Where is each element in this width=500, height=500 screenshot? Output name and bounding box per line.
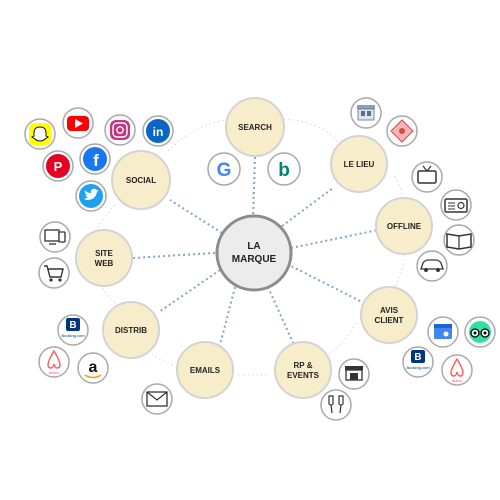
airbnb-icon: airbnb <box>441 354 473 386</box>
booking-icon: B Booking.com <box>402 346 434 378</box>
bing-glyph: b <box>278 160 290 181</box>
node-circle <box>330 135 388 193</box>
tv-icon <box>411 161 443 193</box>
booking-caption: Booking.com <box>61 333 85 338</box>
radio-icon <box>440 189 472 221</box>
envelope-icon <box>141 383 173 415</box>
node-rp-events: RP & EVENTS <box>274 341 332 399</box>
ring-arc <box>97 204 116 229</box>
center-node: LA MARQUE <box>215 214 293 292</box>
node-rp-label-line1: RP & <box>294 361 313 370</box>
node-social-label: SOCIAL <box>126 176 156 185</box>
node-circle <box>111 150 171 210</box>
google-my-business-icon <box>427 316 459 348</box>
google-icon: G <box>207 152 241 186</box>
node-circle <box>102 301 160 359</box>
connector-distrib <box>158 269 221 313</box>
node-search-label: SEARCH <box>238 123 272 132</box>
tripadvisor-icon <box>464 316 496 348</box>
linkedin-icon: in <box>142 115 174 147</box>
ring-arc <box>102 287 116 304</box>
node-siteweb-label-line1: SITE <box>95 249 113 258</box>
youtube-icon <box>62 107 94 139</box>
connector-rp-events <box>267 286 295 346</box>
champagne-icon <box>320 389 352 421</box>
book-icon <box>443 224 475 256</box>
node-site-web: SITE WEB <box>75 229 133 287</box>
devices-icon <box>39 221 71 253</box>
node-social: SOCIAL <box>111 150 171 210</box>
map-pin-icon <box>386 115 418 147</box>
snapchat-icon <box>24 118 56 150</box>
connector-group <box>132 155 379 346</box>
center-label-line1: LA <box>247 241 260 252</box>
node-circle <box>375 197 433 255</box>
airbnb-caption: airbnb <box>48 370 60 375</box>
node-circle <box>75 229 133 287</box>
airbnb-icon: airbnb <box>38 346 70 378</box>
node-siteweb-label-line2: WEB <box>95 259 114 268</box>
node-offline: OFFLINE <box>375 197 433 255</box>
connector-emails <box>219 286 236 346</box>
node-le-lieu-label: LE LIEU <box>344 160 375 169</box>
pinterest-glyph: P <box>54 159 63 174</box>
booking-icon: B Booking.com <box>57 314 89 346</box>
connector-site-web <box>132 252 216 259</box>
amazon-glyph: a <box>89 359 98 376</box>
ring-arc <box>278 118 341 146</box>
connector-le-lieu <box>281 187 334 227</box>
connector-offline <box>290 229 379 249</box>
car-icon <box>416 250 448 282</box>
node-rp-label-line2: EVENTS <box>287 371 320 380</box>
node-avis-label-line1: AVIS <box>380 306 399 315</box>
ring-arc <box>321 322 357 359</box>
node-avis-label-line2: CLIENT <box>375 316 404 325</box>
node-circle <box>274 341 332 399</box>
connector-search <box>252 155 256 220</box>
booking-b-glyph: B <box>414 352 421 363</box>
pinterest-icon: P <box>42 150 74 182</box>
connector-social <box>169 199 223 234</box>
booking-caption: Booking.com <box>406 365 430 370</box>
node-emails: EMAILS <box>176 341 234 399</box>
node-distrib-label: DISTRIB <box>115 326 147 335</box>
shopping-cart-icon <box>38 257 70 289</box>
ring-arc <box>167 119 226 152</box>
node-avis-client: AVIS CLIENT <box>360 286 418 344</box>
node-emails-label: EMAILS <box>190 366 221 375</box>
ring-arc <box>394 254 406 288</box>
node-search: SEARCH <box>225 97 285 157</box>
booking-b-glyph: B <box>69 320 76 331</box>
ring-arc <box>394 175 404 199</box>
google-glyph: G <box>217 160 232 181</box>
facebook-icon: f <box>79 143 111 175</box>
node-circle <box>176 341 234 399</box>
bing-icon: b <box>267 152 301 186</box>
center-circle <box>215 214 293 292</box>
center-label-line2: MARQUE <box>232 254 277 265</box>
kiosk-icon <box>338 358 370 390</box>
node-distrib: DISTRIB <box>102 301 160 359</box>
airbnb-caption: airbnb <box>451 378 463 383</box>
twitter-icon <box>75 180 107 212</box>
node-offline-label: OFFLINE <box>387 222 422 231</box>
node-circle <box>360 286 418 344</box>
storefront-icon <box>350 97 382 129</box>
node-le-lieu: LE LIEU <box>330 135 388 193</box>
connector-avis-client <box>286 263 363 303</box>
facebook-glyph: f <box>93 151 99 170</box>
linkedin-glyph: in <box>153 125 164 139</box>
node-circle <box>225 97 285 157</box>
amazon-icon: a <box>77 352 109 384</box>
instagram-icon <box>104 114 136 146</box>
